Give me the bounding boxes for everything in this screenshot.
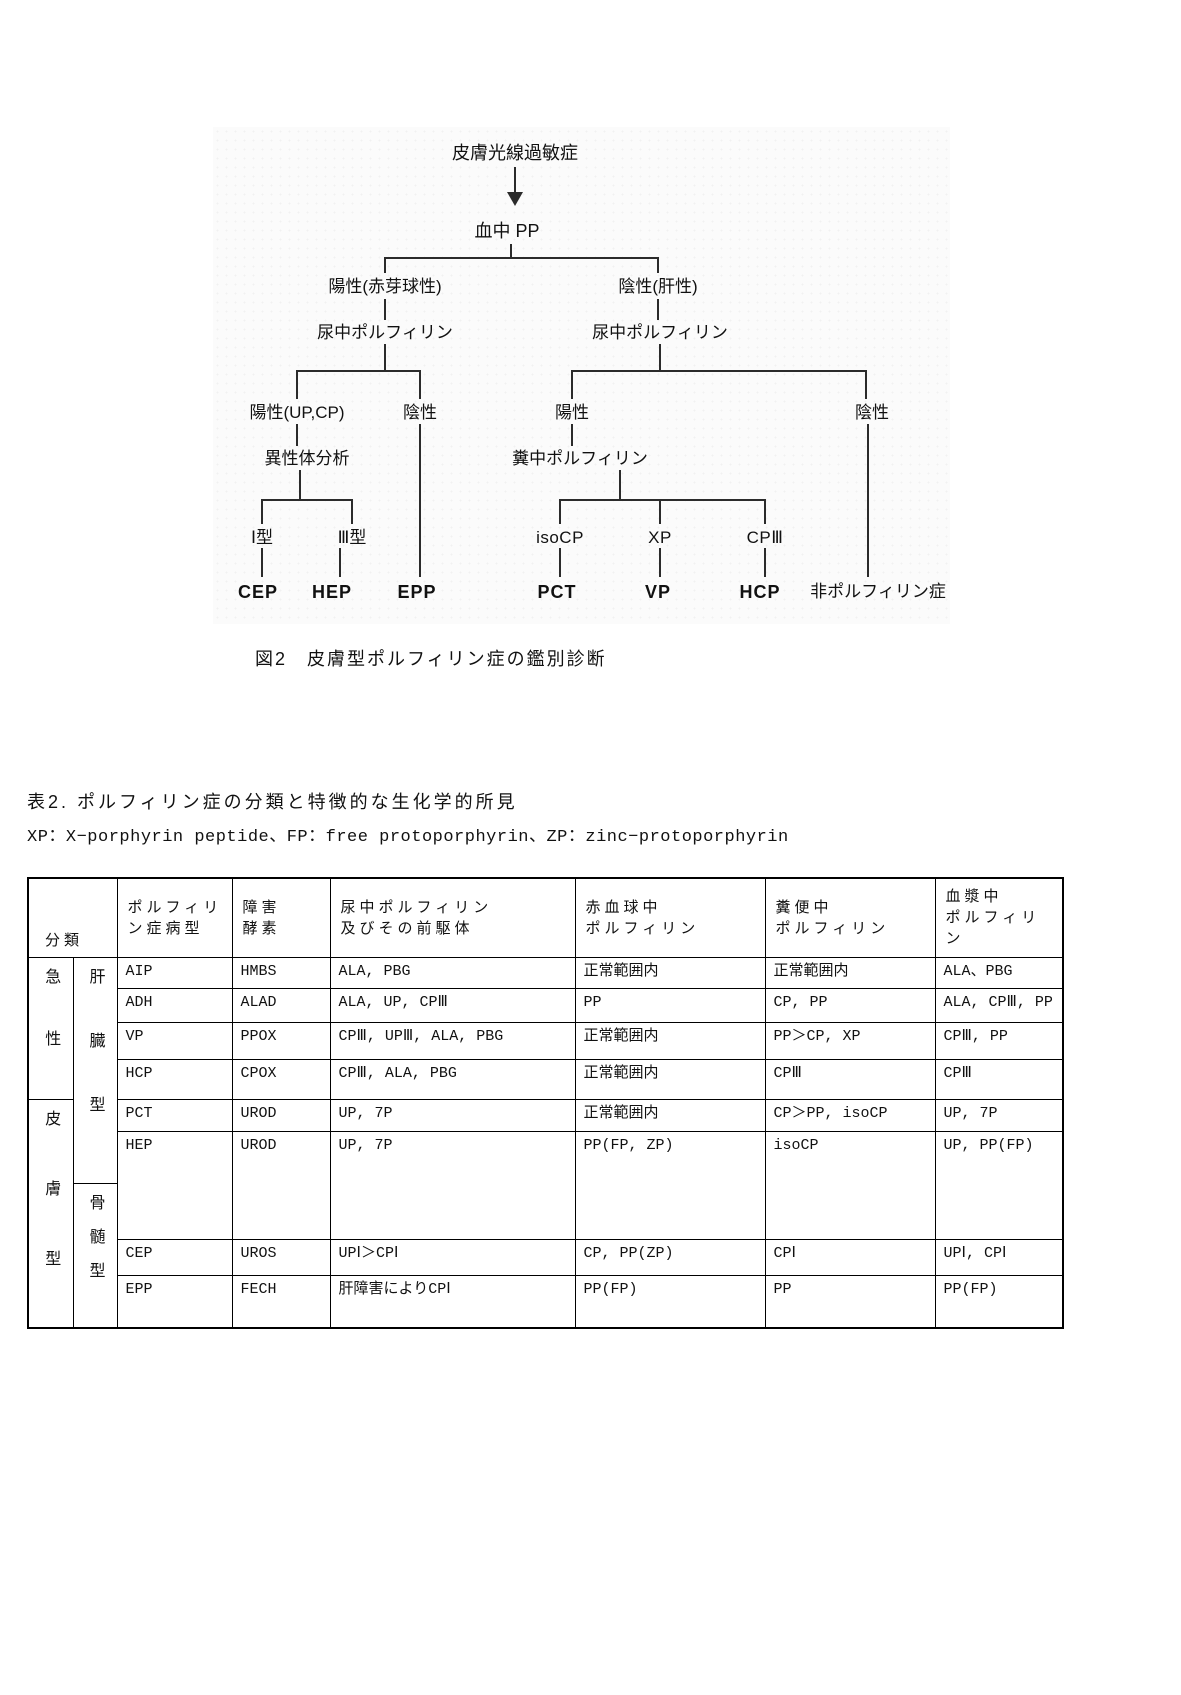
header-disease-type: ポルフィリ ン症病型 — [116, 877, 233, 958]
porphyria-table: 分類 ポルフィリ ン症病型 障害 酵素 尿中ポルフィリン 及びその前駆体 赤血球… — [27, 877, 1065, 1329]
cell-urine: UP, 7P — [329, 1130, 576, 1240]
cell-urine: CPⅢ, UPⅢ, ALA, PBG — [329, 1021, 576, 1061]
cell-enzyme: UROD — [231, 1098, 331, 1132]
table-row: HCP CPOX CPⅢ, ALA, PBG 正常範囲内 CPⅢ CPⅢ — [28, 1059, 1064, 1100]
cell-feces: CP, PP — [764, 988, 936, 1023]
cell-feces: CPⅠ — [764, 1239, 936, 1276]
header-rbc: 赤血球中 ポルフィリン — [574, 877, 766, 958]
cell-rbc: PP — [574, 988, 766, 1023]
fc-node-fecal-porphyrin: 糞中ポルフィリン — [512, 449, 648, 468]
fc-node-hep: HEP — [311, 582, 353, 602]
group-skin: 皮膚型 — [27, 1098, 74, 1328]
cell-feces: isoCP — [764, 1130, 936, 1240]
fc-node-negative-left: 陰性 — [403, 403, 437, 422]
fc-node-hcp: HCP — [739, 582, 781, 602]
fc-node-vp: VP — [644, 582, 672, 602]
fc-node-negative-hepatic: 陰性(肝性) — [618, 277, 698, 296]
fc-node-type3: Ⅲ型 — [337, 528, 367, 547]
table-legend: XP：X−porphyrin peptide、FP：free protoporp… — [27, 828, 789, 847]
table-row: CEP UROS UPⅠ＞CPⅠ CP, PP(ZP) CPⅠ UPⅠ, CPⅠ — [28, 1239, 1064, 1276]
fc-node-urine-right: 尿中ポルフィリン — [592, 323, 728, 342]
cell-urine: ALA, PBG — [329, 956, 576, 990]
cell-feces: CP＞PP, isoCP — [764, 1098, 936, 1132]
table-row: VP PPOX CPⅢ, UPⅢ, ALA, PBG 正常範囲内 PP＞CP, … — [28, 1021, 1064, 1061]
flowchart-background — [213, 127, 950, 624]
fc-node-type1: Ⅰ型 — [250, 528, 274, 547]
cell-enzyme: UROD — [231, 1130, 331, 1240]
cell-rbc: 正常範囲内 — [574, 1021, 766, 1061]
cell-plasma: CPⅢ, PP — [934, 1021, 1064, 1061]
fc-node-cp3: CPⅢ — [746, 528, 784, 547]
table-row: HEP UROD UP, 7P PP(FP, ZP) isoCP UP, PP(… — [28, 1130, 1064, 1240]
cell-plasma: ALA, CPⅢ, PP — [934, 988, 1064, 1023]
cell-rbc: CP, PP(ZP) — [574, 1239, 766, 1276]
group-marrow: 骨髄型 — [72, 1183, 118, 1328]
cell-urine: 肝障害によりCPⅠ — [329, 1275, 576, 1328]
fc-node-urine-left: 尿中ポルフィリン — [317, 323, 453, 342]
cell-plasma: ALA、PBG — [934, 956, 1064, 990]
cell-plasma: CPⅢ — [934, 1059, 1064, 1100]
table-row: 骨髄型 — [28, 1183, 1063, 1328]
cell-rbc: 正常範囲内 — [574, 956, 766, 990]
header-enzyme: 障害 酵素 — [231, 877, 331, 958]
cell-type: ADH — [116, 988, 233, 1023]
table-row: 急性 肝臓型 AIP HMBS ALA, PBG 正常範囲内 正常範囲内 ALA… — [27, 956, 1064, 1185]
cell-enzyme: UROS — [231, 1239, 331, 1276]
table-row: ADH ALAD ALA, UP, CPⅢ PP CP, PP ALA, CPⅢ… — [28, 988, 1064, 1023]
cell-plasma: UP, PP(FP) — [934, 1130, 1064, 1240]
fc-node-positive-upcp: 陽性(UP,CP) — [249, 403, 345, 422]
cell-urine: UP, 7P — [329, 1098, 576, 1132]
cell-urine: CPⅢ, ALA, PBG — [329, 1059, 576, 1100]
header-plasma: 血漿中 ポルフィリン — [934, 877, 1064, 958]
cell-rbc: 正常範囲内 — [574, 1098, 766, 1132]
cell-enzyme: PPOX — [231, 1021, 331, 1061]
header-row: 分類 ポルフィリ ン症病型 障害 酵素 尿中ポルフィリン 及びその前駆体 赤血球… — [27, 877, 1064, 958]
cell-type: AIP — [116, 956, 233, 990]
cell-plasma: PP(FP) — [934, 1275, 1064, 1328]
cell-type: VP — [116, 1021, 233, 1061]
fc-node-non-porphyria: 非ポルフィリン症 — [810, 582, 946, 601]
cell-rbc: 正常範囲内 — [574, 1059, 766, 1100]
fc-node-positive-erythro: 陽性(赤芽球性) — [328, 277, 442, 296]
header-classification: 分類 — [27, 877, 118, 958]
cell-feces: PP＞CP, XP — [764, 1021, 936, 1061]
fc-node-blood-pp: 血中 PP — [474, 221, 540, 241]
cell-type: CEP — [116, 1239, 233, 1276]
cell-feces: CPⅢ — [764, 1059, 936, 1100]
fc-node-isomer-analysis: 異性体分析 — [264, 449, 350, 468]
cell-enzyme: ALAD — [231, 988, 331, 1023]
group-acute: 急性 — [27, 956, 74, 1100]
cell-enzyme: HMBS — [231, 956, 331, 990]
cell-feces: PP — [764, 1275, 936, 1328]
fc-node-cep: CEP — [237, 582, 279, 602]
cell-rbc: PP(FP, ZP) — [574, 1130, 766, 1240]
cell-type: EPP — [116, 1275, 233, 1328]
fc-node-xp: XP — [648, 528, 672, 547]
cell-enzyme: FECH — [231, 1275, 331, 1328]
cell-feces: 正常範囲内 — [764, 956, 936, 990]
cell-type: HEP — [116, 1130, 233, 1240]
cell-plasma: UP, 7P — [934, 1098, 1064, 1132]
table-row: EPP FECH 肝障害によりCPⅠ PP(FP) PP PP(FP) — [28, 1275, 1064, 1328]
fc-node-negative-right: 陰性 — [855, 403, 889, 422]
fc-node-isocp: isoCP — [536, 528, 584, 547]
cell-type: PCT — [116, 1098, 233, 1132]
group-hepatic: 肝臓型 — [72, 956, 118, 1185]
cell-rbc: PP(FP) — [574, 1275, 766, 1328]
header-feces: 糞便中 ポルフィリン — [764, 877, 936, 958]
header-urine: 尿中ポルフィリン 及びその前駆体 — [329, 877, 576, 958]
fc-node-pct: PCT — [537, 582, 577, 602]
fc-node-positive-right: 陽性 — [555, 403, 589, 422]
figure-caption: 図2 皮膚型ポルフィリン症の鑑別診断 — [255, 649, 607, 669]
table-title: 表2. ポルフィリン症の分類と特徴的な生化学的所見 — [27, 792, 518, 812]
cell-enzyme: CPOX — [231, 1059, 331, 1100]
fc-node-root: 皮膚光線過敏症 — [452, 143, 578, 163]
cell-urine: UPⅠ＞CPⅠ — [329, 1239, 576, 1276]
cell-urine: ALA, UP, CPⅢ — [329, 988, 576, 1023]
cell-type: HCP — [116, 1059, 233, 1100]
fc-node-epp: EPP — [397, 582, 437, 602]
cell-plasma: UPⅠ, CPⅠ — [934, 1239, 1064, 1276]
table-row: 皮膚型 PCT UROD UP, 7P 正常範囲内 CP＞PP, isoCP U… — [27, 1098, 1064, 1328]
